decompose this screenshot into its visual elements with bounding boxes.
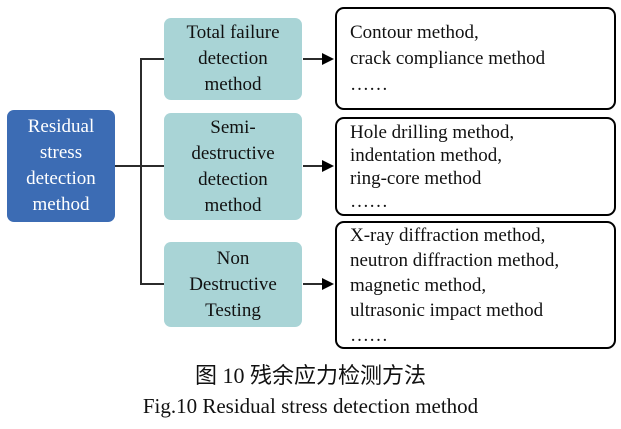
connector-root-to-category-2 bbox=[115, 165, 164, 167]
arrow-line-category-1-to-methods-1 bbox=[303, 58, 324, 60]
methods-node-total-failure: Contour method, crack compliance method … bbox=[335, 7, 616, 110]
arrowhead-right-icon bbox=[322, 278, 334, 290]
arrow-line-category-2-to-methods-2 bbox=[303, 165, 324, 167]
connector-trunk-to-category-1 bbox=[140, 58, 164, 60]
connector-trunk bbox=[140, 58, 142, 285]
root-node-residual-stress-detection-method: Residual stress detection method bbox=[7, 110, 115, 222]
methods-node-non-destructive: X-ray diffraction method, neutron diffra… bbox=[335, 221, 616, 349]
methods-node-semi-destructive: Hole drilling method, indentation method… bbox=[335, 117, 616, 216]
figure-caption-english: Fig.10 Residual stress detection method bbox=[142, 394, 479, 418]
arrow-line-category-3-to-methods-3 bbox=[303, 283, 324, 285]
arrowhead-right-icon bbox=[322, 53, 334, 65]
connector-trunk-to-category-3 bbox=[140, 283, 164, 285]
category-node-non-destructive-testing: Non Destructive Testing bbox=[164, 242, 302, 327]
category-node-total-failure-detection: Total failure detection method bbox=[164, 18, 302, 100]
figure-caption-chinese: 图 10 残余应力检测方法 bbox=[194, 363, 426, 388]
category-node-semi-destructive-detection: Semi- destructive detection method bbox=[164, 113, 302, 220]
arrowhead-right-icon bbox=[322, 160, 334, 172]
